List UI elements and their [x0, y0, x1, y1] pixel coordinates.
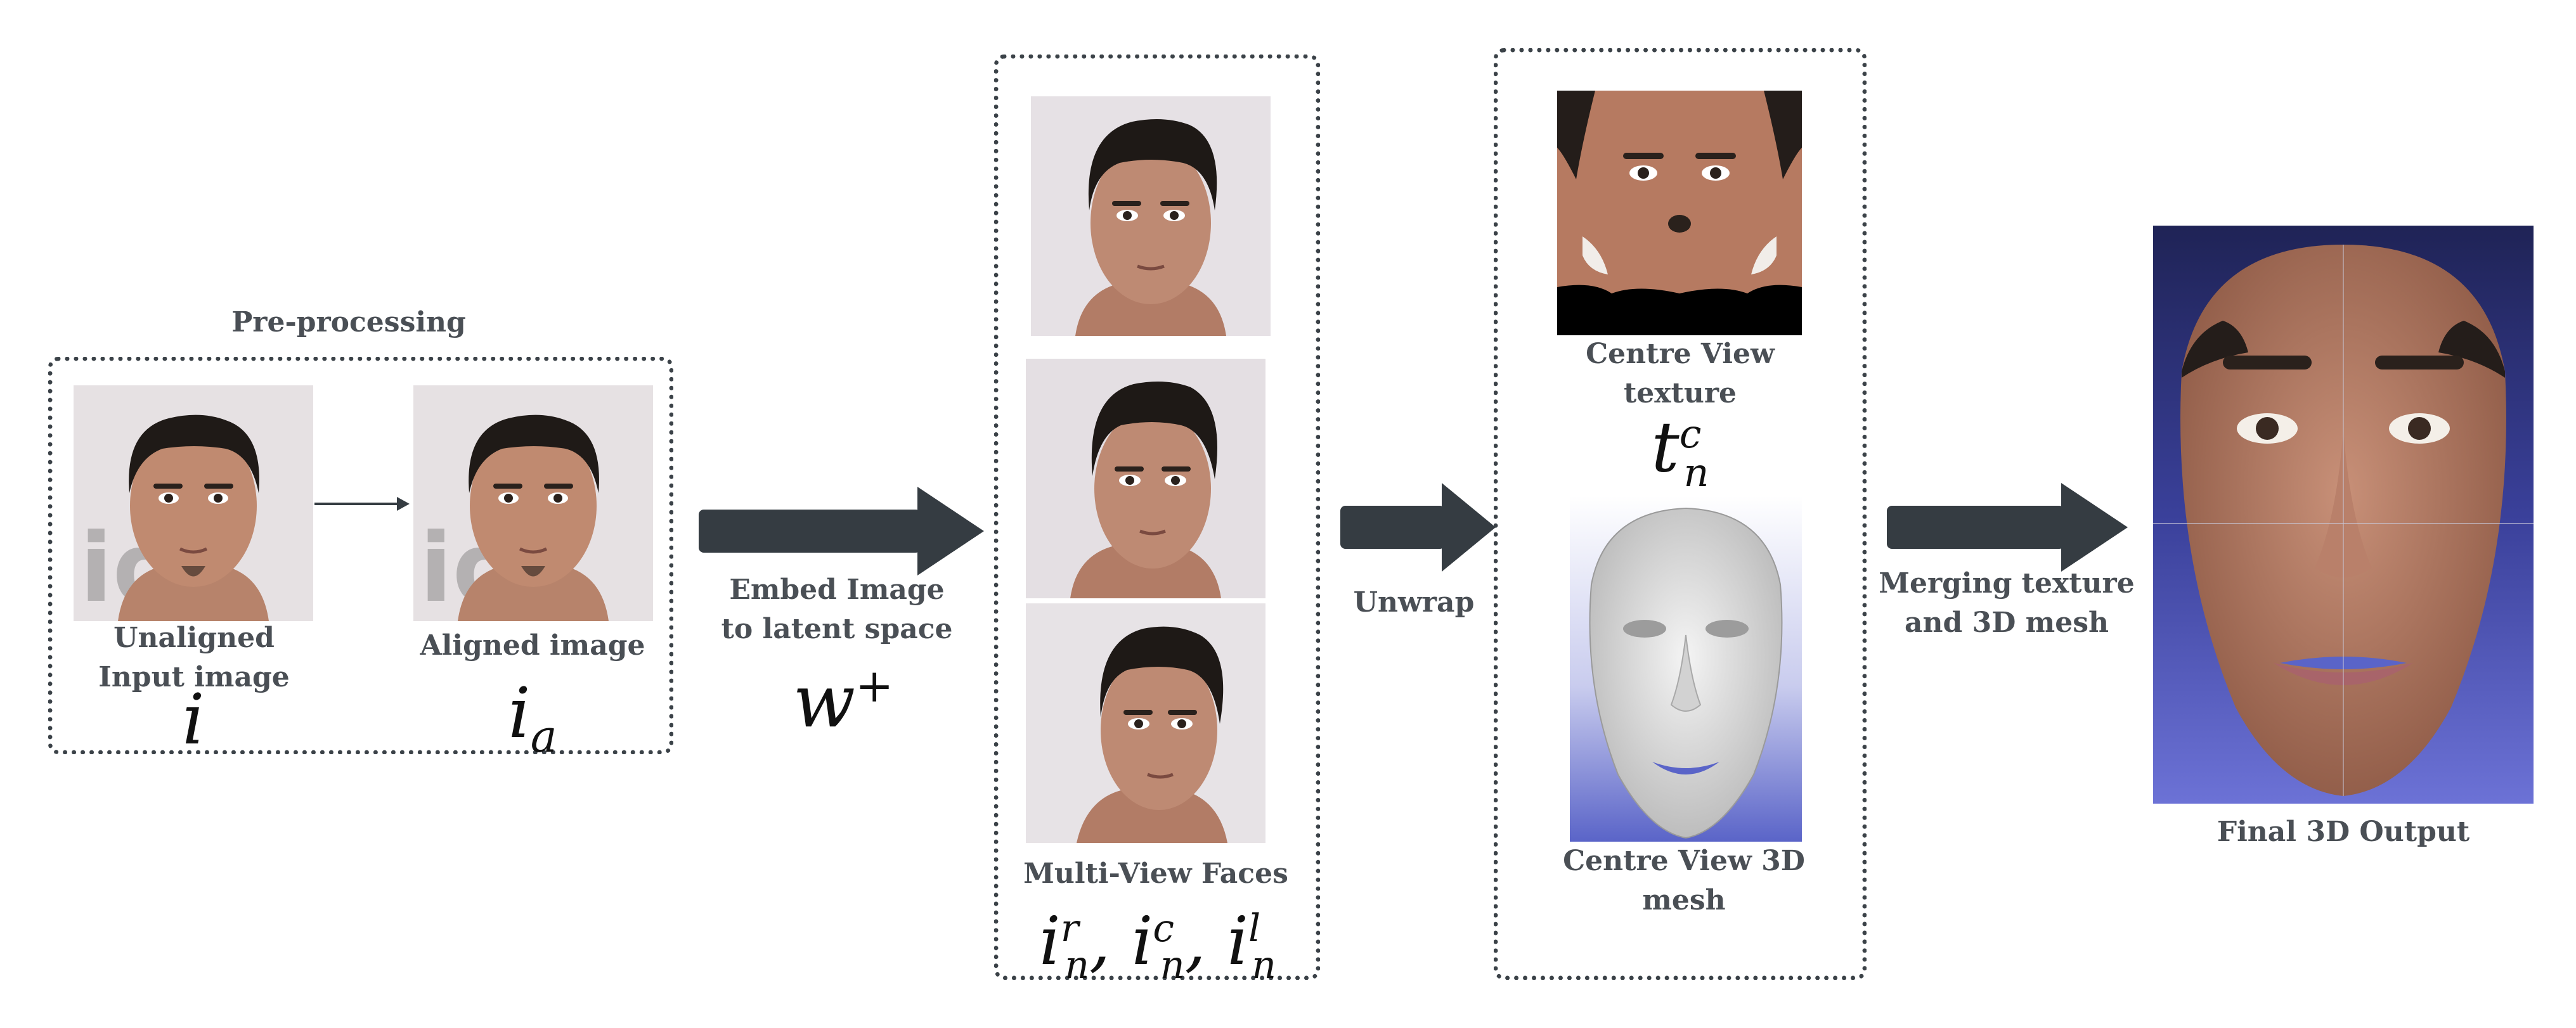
embed-symbol-base: w	[793, 659, 856, 745]
multiview-symbol-1: irn	[1039, 903, 1090, 987]
final-3d-output-image	[2153, 226, 2534, 804]
aligned-image-label: Aligned image	[420, 629, 645, 662]
texture-symbol-sup: c	[1679, 411, 1702, 457]
merge-label: Merging texture and 3D mesh	[1879, 567, 2135, 639]
aligned-image: id	[413, 385, 653, 621]
preprocessing-box	[48, 357, 673, 754]
centre-view-texture-symbol: tcn	[1636, 399, 1725, 508]
embed-arrow	[699, 487, 984, 575]
embed-symbol-sup: +	[855, 659, 894, 712]
aligned-symbol-base: i	[508, 672, 531, 754]
merge-arrow	[1887, 483, 2128, 572]
align-arrow	[314, 497, 410, 511]
centre-view-mesh-image	[1570, 496, 1802, 842]
multiview-face-centre	[1026, 359, 1265, 598]
multiview-label: Multi-View Faces	[1023, 858, 1288, 890]
texture-symbol-base: t	[1651, 406, 1680, 488]
centre-view-mesh-label: Centre View 3D mesh	[1563, 845, 1805, 916]
multiview-face-left	[1026, 603, 1265, 843]
unaligned-input-image: id	[74, 385, 313, 621]
centre-view-texture-image	[1557, 91, 1802, 335]
centre-view-box	[1494, 48, 1867, 980]
embed-label: Embed Image to latent space	[721, 574, 953, 645]
multiview-symbol: irn, icn, iln	[1039, 903, 1276, 987]
multiview-face-right	[1031, 96, 1271, 336]
unaligned-input-label: Unaligned Input image	[98, 622, 290, 693]
multiview-box	[994, 55, 1320, 980]
centre-view-texture-label: Centre View texture	[1586, 338, 1775, 409]
preprocessing-title: Pre-processing	[231, 306, 466, 338]
unwrap-label: Unwrap	[1353, 586, 1475, 619]
embed-symbol: w+	[780, 650, 907, 738]
aligned-symbol: ia	[482, 678, 583, 771]
unaligned-symbol: i	[182, 679, 205, 760]
aligned-symbol-sub: a	[530, 710, 557, 762]
final-output-label: Final 3D Output	[2217, 816, 2470, 848]
unwrap-arrow	[1340, 483, 1496, 572]
texture-symbol-sub: n	[1683, 449, 1709, 496]
multiview-symbol-3: iln	[1227, 903, 1276, 987]
multiview-symbol-2: icn	[1131, 903, 1185, 987]
